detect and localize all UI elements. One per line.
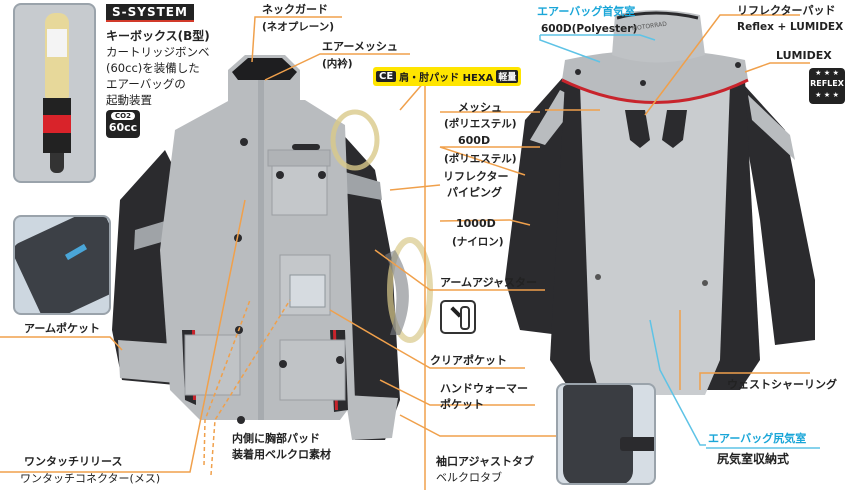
label-airbag-hip: エアーバッグ尻気室 <box>708 432 807 445</box>
s-system-badge: S-SYSTEM <box>106 4 194 22</box>
label-airbag-neck: エアーバッグ首気室 <box>537 5 636 18</box>
label-mesh-sub: (ポリエステル) <box>444 118 517 130</box>
label-arm-pocket: アームポケット <box>24 322 101 335</box>
ce-mark-icon: CE <box>376 71 397 82</box>
label-600d-sub: (ポリエステル) <box>444 153 517 165</box>
label-600d: 600D <box>458 134 491 147</box>
label-airbag-hip-sub: 尻気室収納式 <box>717 452 790 466</box>
label-reflector-piping: リフレクター <box>443 170 509 183</box>
reflex-badge-icon: ★ ★ ★ REFLEX ★ ★ ★ <box>809 68 845 104</box>
label-air-mesh: エアーメッシュ <box>322 40 398 53</box>
cartridge-photo <box>13 3 96 183</box>
label-one-touch-sub: ワンタッチコネクター(メス) <box>20 472 161 485</box>
label-hand-warmer-2: ポケット <box>440 398 484 411</box>
label-air-mesh-sub: (内衿) <box>322 58 353 70</box>
back-jacket <box>505 10 815 395</box>
key-box-desc-1: カートリッジボンベ <box>106 45 210 59</box>
hexa-pad-label: 肩・肘パッド HEXA <box>399 73 494 84</box>
key-box-title: キーボックス(B型) <box>106 29 210 43</box>
label-1000d: 1000D <box>456 217 496 230</box>
lightweight-tag: 軽量 <box>496 70 519 83</box>
label-arm-adjuster: アームアジャスター <box>440 276 538 289</box>
label-chest-pad-2: 装着用ベルクロ素材 <box>232 448 331 461</box>
label-neck-guard: ネックガード <box>262 3 328 16</box>
arm-pocket-photo <box>13 215 111 315</box>
leader-lines <box>0 14 810 490</box>
co2-volume: 60cc <box>108 121 138 134</box>
co2-icon: CO2 60cc <box>106 110 140 138</box>
label-neck-guard-sub: (ネオプレーン) <box>262 21 335 33</box>
label-reflector-piping-2: パイピング <box>447 186 502 199</box>
arm-adjuster-icon <box>440 300 476 334</box>
label-lumidex: LUMIDEX <box>776 49 832 62</box>
hexa-pad-badge: CE 肩・肘パッド HEXA 軽量 <box>373 67 522 86</box>
key-box-desc-2: (60cc)を装備した <box>106 61 200 75</box>
label-airbag-neck-sub: 600D(Polyester) <box>541 23 638 35</box>
label-clear-pocket: クリアポケット <box>430 354 507 367</box>
label-reflector-pad-sub: Reflex + LUMIDEX <box>737 21 844 33</box>
label-reflector-pad: リフレクターパッド <box>737 4 836 17</box>
cuff-tab-photo <box>556 383 656 485</box>
label-one-touch: ワンタッチリリース <box>24 455 123 468</box>
label-cuff-adjust: 袖口アジャストタブ <box>436 455 535 468</box>
label-mesh: メッシュ <box>458 101 502 114</box>
reflex-badge-text: REFLEX <box>810 79 844 88</box>
label-waist: ウェストシャーリング <box>727 378 837 391</box>
key-box-desc-3: エアーバッグの <box>106 77 186 91</box>
label-hand-warmer: ハンドウォーマー <box>440 382 528 395</box>
front-jacket <box>112 55 433 440</box>
label-1000d-sub: (ナイロン) <box>452 236 504 248</box>
key-box-desc-4: 起動装置 <box>106 93 152 107</box>
label-chest-pad: 内側に胸部パッド <box>232 432 320 445</box>
label-cuff-adjust-sub: ベルクロタブ <box>436 471 502 484</box>
co2-label: CO2 <box>111 112 135 120</box>
